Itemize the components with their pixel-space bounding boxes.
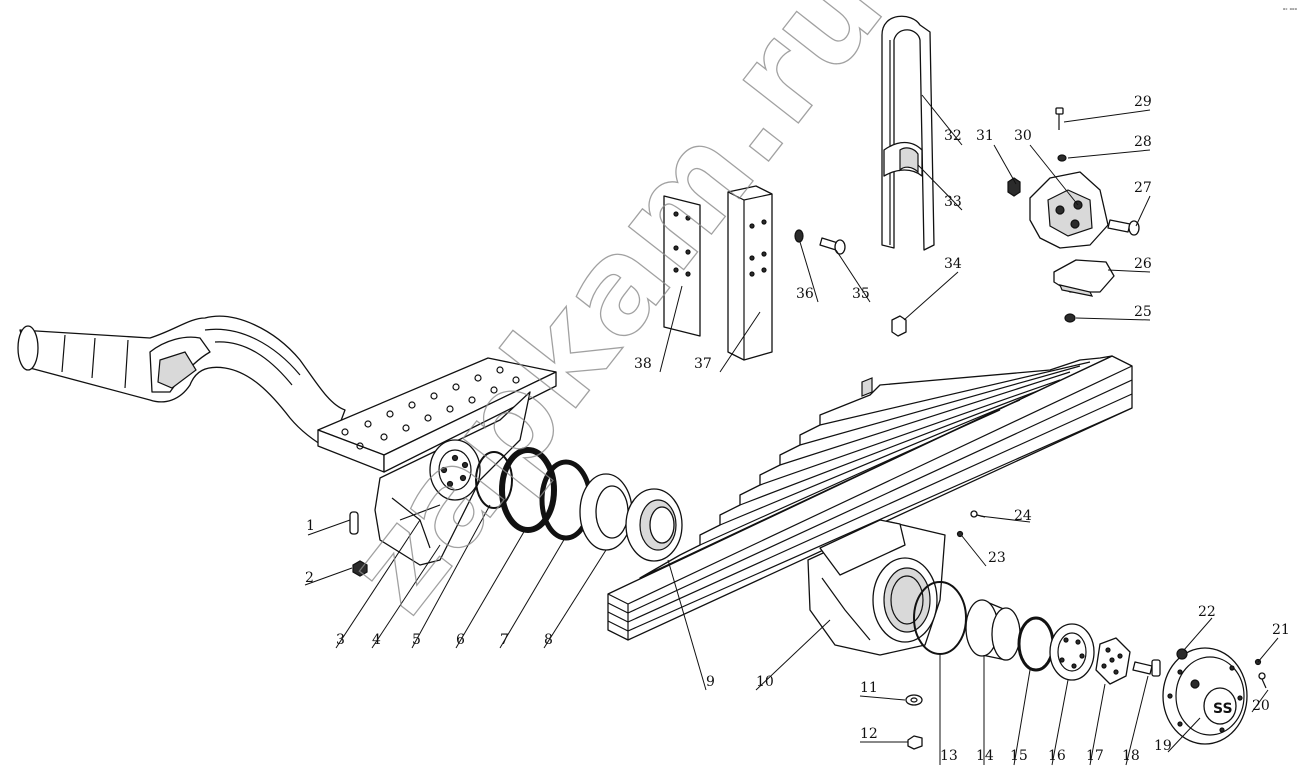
callout-6: 6 — [456, 632, 465, 648]
nut-11 — [905, 694, 923, 706]
callout-11: 11 — [860, 680, 878, 696]
callout-27: 27 — [1134, 180, 1152, 196]
corner-mark: ᵒᶜ ᵒᵒᵒ — [1283, 7, 1298, 14]
callout-16: 16 — [1048, 748, 1066, 764]
callout-33: 33 — [944, 194, 962, 210]
plug-22 — [1176, 648, 1188, 660]
gasket-17 — [1095, 637, 1131, 685]
callout-20: 20 — [1252, 698, 1270, 714]
leaf-spring — [607, 355, 1133, 641]
screw-20 — [1258, 672, 1267, 689]
bracket-body — [374, 391, 531, 566]
nut-31 — [1007, 177, 1021, 197]
bushing-9 — [625, 488, 683, 562]
callout-5: 5 — [412, 632, 421, 648]
bolt-35 — [819, 237, 846, 255]
callout-2: 2 — [305, 570, 314, 586]
nut-12 — [907, 735, 923, 750]
callout-19: 19 — [1154, 738, 1172, 754]
callout-18: 18 — [1122, 748, 1140, 764]
callout-35: 35 — [852, 286, 870, 302]
plate-38 — [663, 195, 701, 337]
plate-37 — [727, 185, 773, 361]
callout-34: 34 — [944, 256, 962, 272]
callout-17: 17 — [1086, 748, 1104, 764]
callout-9: 9 — [706, 674, 715, 690]
bracket-30 — [1029, 171, 1109, 249]
bolt-18 — [1132, 659, 1161, 677]
callout-28: 28 — [1134, 134, 1152, 150]
callout-12: 12 — [860, 726, 878, 742]
snap-ring-15 — [1017, 616, 1055, 672]
u-bolt-32 — [881, 15, 935, 251]
bushing-14 — [965, 599, 1021, 661]
callout-26: 26 — [1134, 256, 1152, 272]
o-ring-13 — [913, 581, 967, 655]
plate-26 — [1053, 259, 1115, 297]
nut-2 — [352, 560, 368, 577]
callout-15: 15 — [1010, 748, 1028, 764]
callout-22: 22 — [1198, 604, 1216, 620]
callout-24: 24 — [1014, 508, 1032, 524]
bracket-top-plate — [317, 357, 557, 473]
callout-32: 32 — [944, 128, 962, 144]
callout-10: 10 — [756, 674, 774, 690]
pin-1 — [349, 511, 359, 535]
trailing-arm — [17, 315, 346, 451]
bushing-8 — [579, 473, 633, 551]
callout-4: 4 — [372, 632, 381, 648]
callout-1: 1 — [306, 518, 315, 534]
callout-29: 29 — [1134, 94, 1152, 110]
washer-28 — [1057, 154, 1067, 162]
callout-labels: 1 2 3 4 5 6 7 8 9 10 11 12 13 14 15 16 1… — [305, 94, 1290, 764]
grease-fitting-23 — [956, 530, 964, 538]
seal-ring-6 — [499, 447, 557, 533]
callout-37: 37 — [694, 356, 712, 372]
callout-14: 14 — [976, 748, 994, 764]
nut-34 — [891, 315, 907, 337]
callout-25: 25 — [1134, 304, 1152, 320]
nut-25 — [1064, 313, 1076, 323]
callout-13: 13 — [940, 748, 958, 764]
hub-housing — [807, 519, 946, 656]
bearing-cap-16 — [1049, 623, 1095, 681]
callout-23: 23 — [988, 550, 1006, 566]
callout-8: 8 — [544, 632, 553, 648]
callout-7: 7 — [500, 632, 509, 648]
callout-38: 38 — [634, 356, 652, 372]
callout-3: 3 — [336, 632, 345, 648]
hub-cover-19: SS — [1162, 647, 1248, 745]
callout-30: 30 — [1014, 128, 1032, 144]
leader-lines — [304, 94, 1279, 766]
callout-31: 31 — [976, 128, 994, 144]
bolt-27 — [1107, 219, 1140, 236]
seal-ring-5 — [475, 451, 513, 509]
callout-21: 21 — [1272, 622, 1290, 638]
svg-text:SS: SS — [1213, 701, 1233, 717]
bolt-29 — [1055, 107, 1064, 130]
callout-36: 36 — [796, 286, 814, 302]
washer-36 — [794, 229, 804, 243]
saddle-33 — [883, 141, 923, 177]
